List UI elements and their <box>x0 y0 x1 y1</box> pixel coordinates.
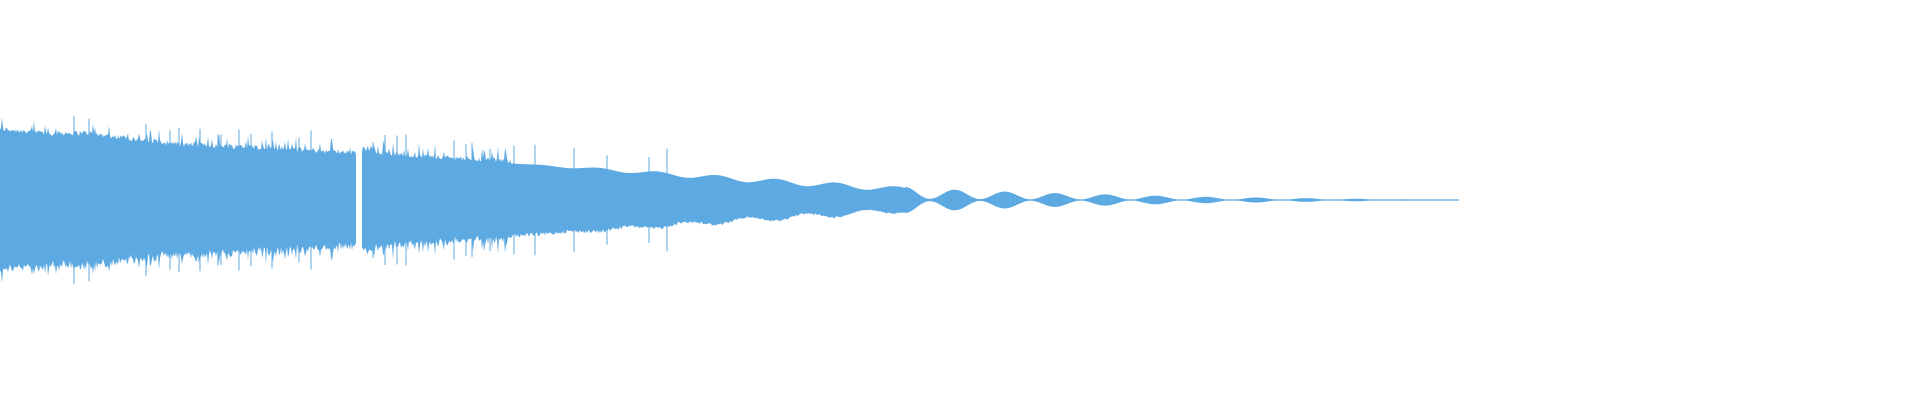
waveform-segment-1 <box>0 116 356 284</box>
waveform-body-segment-2 <box>362 139 905 260</box>
